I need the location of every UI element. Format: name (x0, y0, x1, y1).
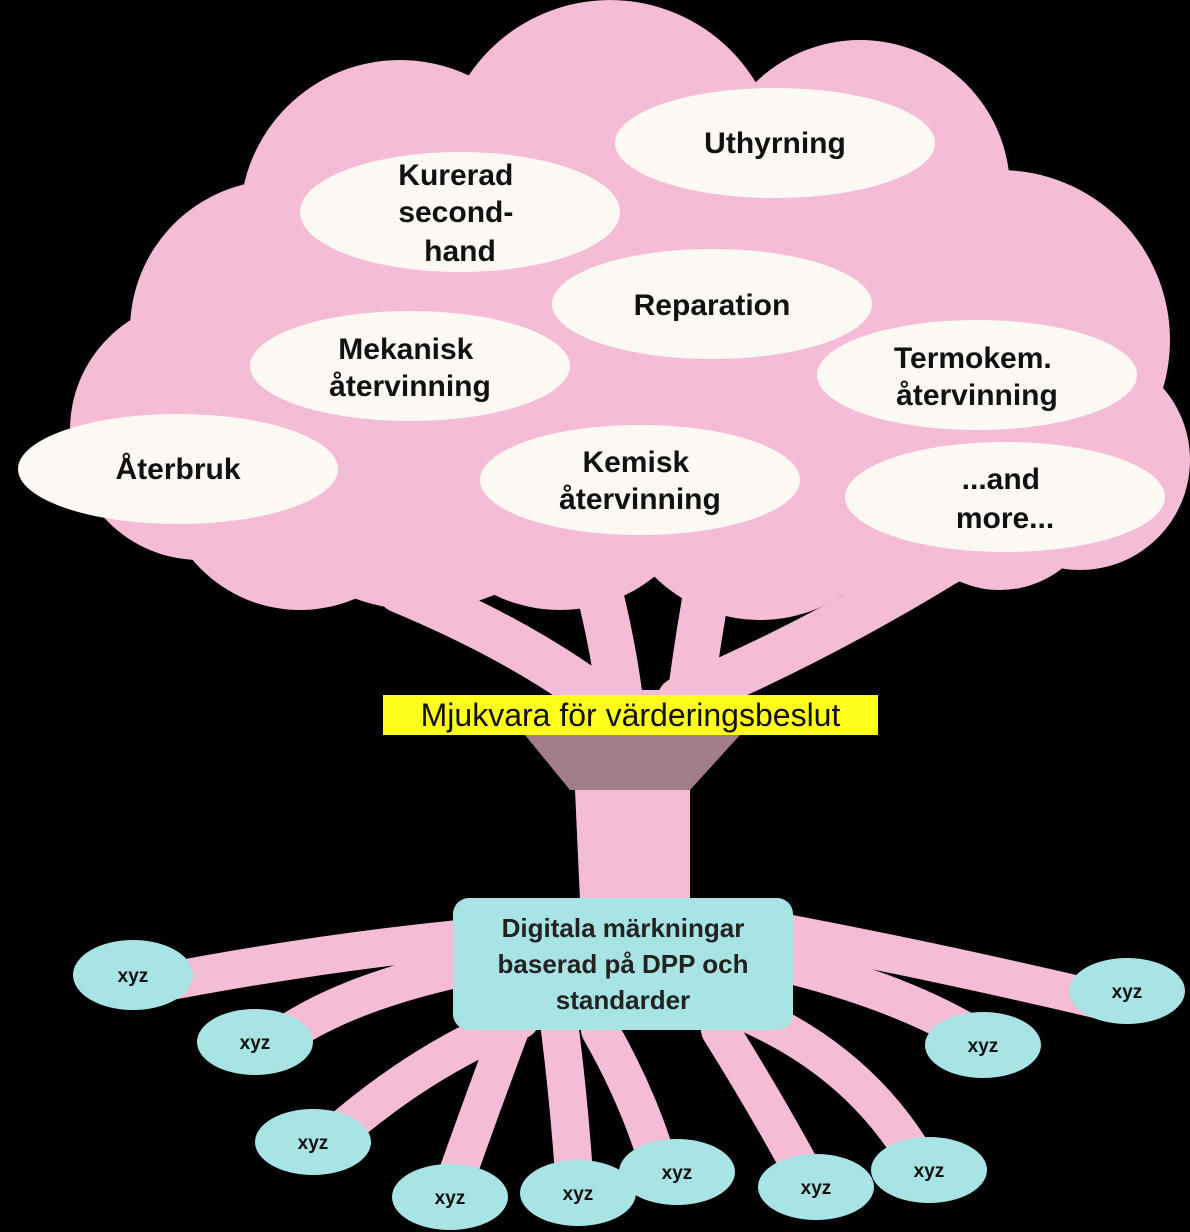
bubble-kurerad-secondhand (300, 152, 620, 272)
root-label-7: xyz (801, 1178, 832, 1199)
bubble-aterbruk (18, 414, 338, 524)
label-aterbruk: Återbruk (115, 453, 240, 486)
label-reparation: Reparation (634, 289, 791, 322)
root-label-8: xyz (914, 1161, 945, 1182)
root-label-10: xyz (1112, 982, 1143, 1003)
bubble-and-more (845, 442, 1165, 552)
label-kurerad-secondhand: Kurerad second- hand (398, 159, 521, 268)
root-label-2: xyz (240, 1033, 271, 1054)
root-bubbles (73, 940, 1185, 1230)
root-label-3: xyz (298, 1133, 329, 1154)
canopy-bubbles (18, 88, 1165, 552)
label-uthyrning: Uthyrning (704, 127, 846, 160)
root-bubble-2 (197, 1009, 313, 1075)
root-bubble-4 (392, 1164, 508, 1230)
center-label: Mjukvara för värderingsbeslut (383, 695, 878, 735)
root-bubble-5 (520, 1160, 636, 1226)
trunk (377, 497, 973, 723)
root-label-5: xyz (563, 1184, 594, 1205)
root-bubble-3 (255, 1109, 371, 1175)
base-box-line-1: Digitala märkningar (501, 913, 745, 943)
label-kemisk: Kemisk återvinning (559, 446, 721, 516)
root-bubble-8 (871, 1137, 987, 1203)
root-label-1: xyz (118, 966, 149, 987)
bubble-termokem (817, 320, 1137, 430)
canopy-labels: Uthyrning Kurerad second- hand Reparatio… (115, 127, 1060, 535)
root-bubble-10 (1069, 958, 1185, 1024)
root-bubble-1 (73, 940, 193, 1010)
base-box-line-3: standarder (555, 985, 691, 1015)
bubble-mekanisk (250, 311, 570, 421)
bubble-uthyrning (615, 88, 935, 198)
base-box: Digitala märkningar baserad på DPP och s… (453, 898, 793, 1030)
root-bubble-9 (925, 1012, 1041, 1078)
bubble-reparation (552, 249, 872, 359)
bubble-kemisk (480, 425, 800, 535)
root-label-4: xyz (435, 1188, 466, 1209)
trunk-band (525, 735, 740, 790)
label-termokem: Termokem. återvinning (894, 342, 1060, 412)
label-and-more: ...and more... (956, 463, 1054, 535)
root-bubble-7 (758, 1154, 874, 1220)
root-label-6: xyz (662, 1163, 693, 1184)
root-labels: xyz xyz xyz xyz xyz xyz xyz xyz xyz xyz (118, 966, 1143, 1209)
label-mekanisk: Mekanisk återvinning (329, 333, 491, 403)
root-label-9: xyz (968, 1036, 999, 1057)
root-bubble-6 (619, 1139, 735, 1205)
base-box-line-2: baserad på DPP och (497, 949, 749, 979)
